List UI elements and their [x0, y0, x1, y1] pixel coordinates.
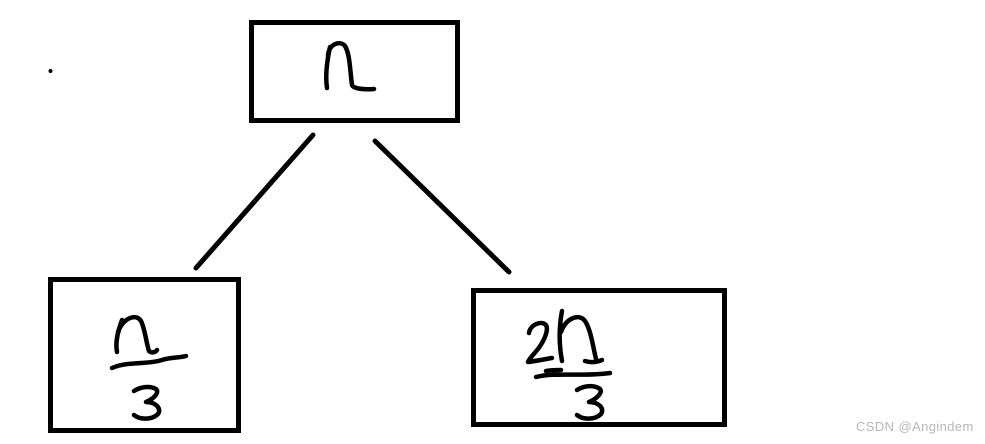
- tree-node-right-child: 2n/3: [471, 288, 727, 427]
- left-child-node-label: n/3: [53, 282, 54, 283]
- tree-node-left-child: n/3: [48, 277, 241, 433]
- right-child-node-label: 2n/3: [476, 293, 477, 294]
- edge-root-to-right-child: [372, 138, 512, 275]
- root-node-label: n: [254, 25, 255, 26]
- tree-node-root: n: [249, 20, 460, 123]
- edge-root-to-left-child: [193, 132, 316, 271]
- stray-pen-dot: [48, 69, 53, 73]
- csdn-watermark: CSDN @Angindem: [856, 419, 974, 434]
